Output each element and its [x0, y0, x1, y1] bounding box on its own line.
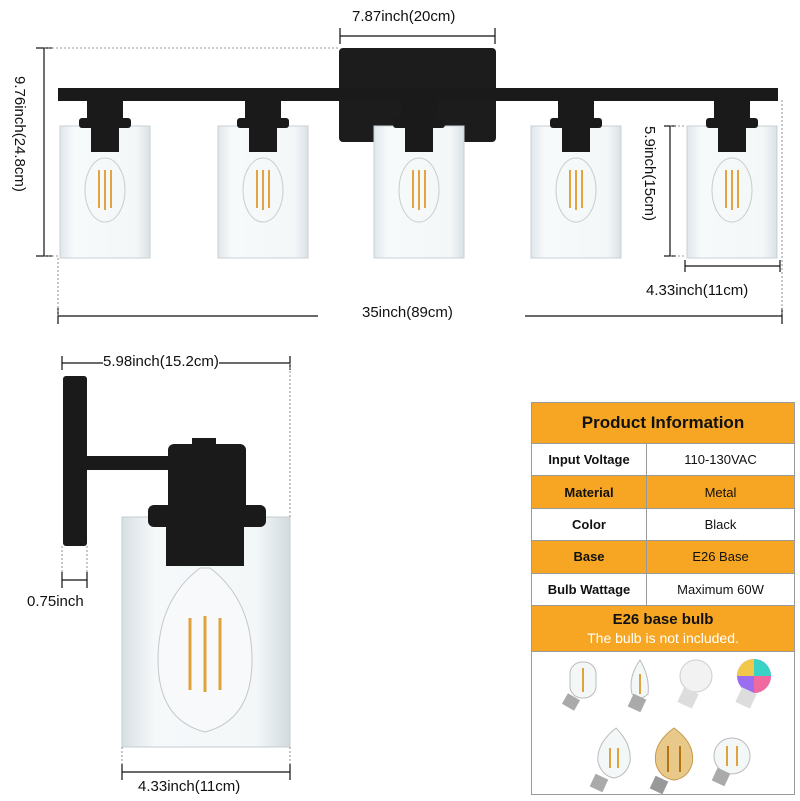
lamp-1 [59, 95, 151, 259]
compatible-bulbs-icons [561, 658, 771, 795]
fixture-front-view [36, 28, 783, 324]
candle-bulb-icon [627, 659, 649, 713]
compatible-bulbs-gallery [532, 652, 794, 796]
lamp-4 [530, 95, 622, 259]
spec-value: E26 Base [692, 549, 749, 565]
spec-value: Black [704, 516, 737, 532]
shade-width-side-label: 4.33inch(11cm) [138, 778, 241, 795]
lamp-2 [217, 95, 309, 259]
edison-amber-bulb-icon [649, 727, 694, 795]
spec-value: Maximum 60W [677, 581, 764, 597]
spec-row-base: Base E26 Base [532, 541, 794, 574]
spec-row-material: Material Metal [532, 476, 794, 509]
bulb-section-header: E26 base bulb The bulb is not included. [532, 605, 794, 652]
spec-row-bulb-wattage: Bulb Wattage Maximum 60W [532, 573, 794, 606]
spec-key: Color [532, 508, 647, 541]
rgb-smart-bulb-icon [735, 658, 771, 709]
lamp-3 [373, 95, 465, 259]
spec-key: Base [532, 541, 647, 573]
globe-clear-bulb-icon [711, 737, 751, 787]
product-info-table: Product Information Input Voltage 110-13… [531, 402, 795, 795]
spec-key: Bulb Wattage [532, 573, 647, 605]
st64-clear-bulb-icon [589, 727, 631, 793]
bulb-section-title: E26 base bulb [612, 610, 714, 628]
extension-label: 5.98inch(15.2cm) [103, 353, 219, 370]
shade-width-top-label: 4.33inch(11cm) [646, 282, 749, 299]
spec-key: Material [532, 476, 647, 508]
product-info-title: Product Information [532, 403, 794, 444]
backplate-depth-label: 0.75inch [27, 593, 84, 610]
bulb-section-note: The bulb is not included. [587, 629, 739, 646]
a19-bulb-icon [677, 659, 713, 709]
lamp-5 [686, 95, 778, 259]
overall-length-label: 35inch(89cm) [362, 304, 453, 321]
backplate-width-label: 7.87inch(20cm) [352, 8, 456, 25]
fixture-side-view [61, 356, 291, 780]
spec-key: Input Voltage [532, 444, 647, 476]
spec-value: 110-130VAC [684, 452, 757, 468]
led-tube-bulb-icon [561, 661, 597, 711]
spec-row-color: Color Black [532, 508, 794, 542]
shade-height-label: 5.9inch(15cm) [641, 126, 658, 222]
overall-height-label: 9.76inch(24.8cm) [11, 76, 28, 192]
spec-value: Metal [704, 484, 737, 500]
spec-row-input-voltage: Input Voltage 110-130VAC [532, 444, 794, 477]
